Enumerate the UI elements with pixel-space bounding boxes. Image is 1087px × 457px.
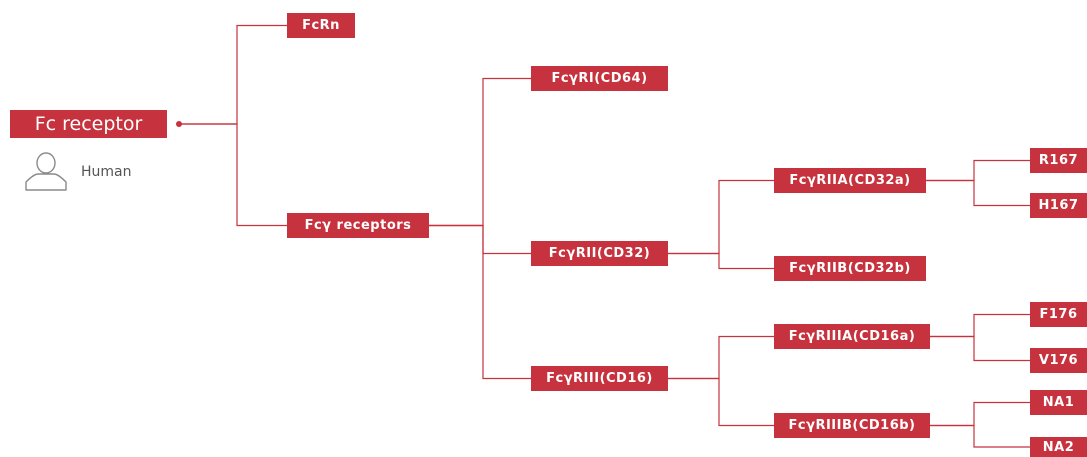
connector-fcyriia-r167: [926, 159, 1030, 182]
node-fcrn[interactable]: FcRn: [287, 13, 355, 38]
connector-fcyriii-fcyriiib: [668, 377, 774, 427]
root-node-label: Fc receptor: [34, 113, 143, 135]
connector-fcy_receptors-fcyri: [429, 77, 531, 227]
connector-fcyriia-h167: [926, 179, 1030, 207]
node-fcyrii-cd32[interactable]: FcγRII(CD32): [531, 241, 668, 266]
node-fcyri-cd64[interactable]: FcγRI(CD64): [531, 66, 668, 91]
connector-root-fcy_receptors: [179, 123, 287, 227]
connector-root-fcrn: [179, 24, 287, 125]
connector-fcyriiia-f176: [930, 313, 1030, 338]
user-icon: [25, 152, 67, 191]
connector-fcy_receptors-fcyrii: [429, 224, 531, 255]
node-na1[interactable]: NA1: [1030, 390, 1087, 415]
root-node-fc-receptor[interactable]: Fc receptor: [10, 110, 167, 138]
node-h167[interactable]: H167: [1030, 193, 1087, 218]
node-fcyriiia-cd16a[interactable]: FcγRIIIA(CD16a): [774, 324, 930, 349]
connector-fcyriiia-v176: [930, 335, 1030, 362]
node-fcyriii-cd16[interactable]: FcγRIII(CD16): [531, 366, 668, 391]
node-fcy-receptors[interactable]: Fcγ receptors: [287, 213, 429, 238]
connector-fcyrii-fcyriia: [668, 179, 774, 255]
connector-fcyriiib-na1: [930, 401, 1030, 427]
node-fcyriib-cd32b[interactable]: FcγRIIB(CD32b): [774, 256, 926, 281]
connector-fcy_receptors-fcyriii: [429, 224, 531, 380]
node-fcyriiib-cd16b[interactable]: FcγRIIIB(CD16b): [774, 413, 930, 438]
node-na2[interactable]: NA2: [1030, 437, 1087, 457]
connector-fcyriiib-na2: [930, 424, 1030, 448]
root-connector-dot: [176, 121, 182, 127]
node-fcyriia-cd32a[interactable]: FcγRIIA(CD32a): [774, 168, 926, 193]
connector-fcyriii-fcyriiia: [668, 335, 774, 380]
species-label: Human: [81, 164, 132, 180]
node-f176[interactable]: F176: [1030, 302, 1087, 327]
connector-fcyrii-fcyriib: [668, 252, 774, 270]
node-v176[interactable]: V176: [1030, 348, 1087, 373]
node-r167[interactable]: R167: [1030, 148, 1087, 173]
